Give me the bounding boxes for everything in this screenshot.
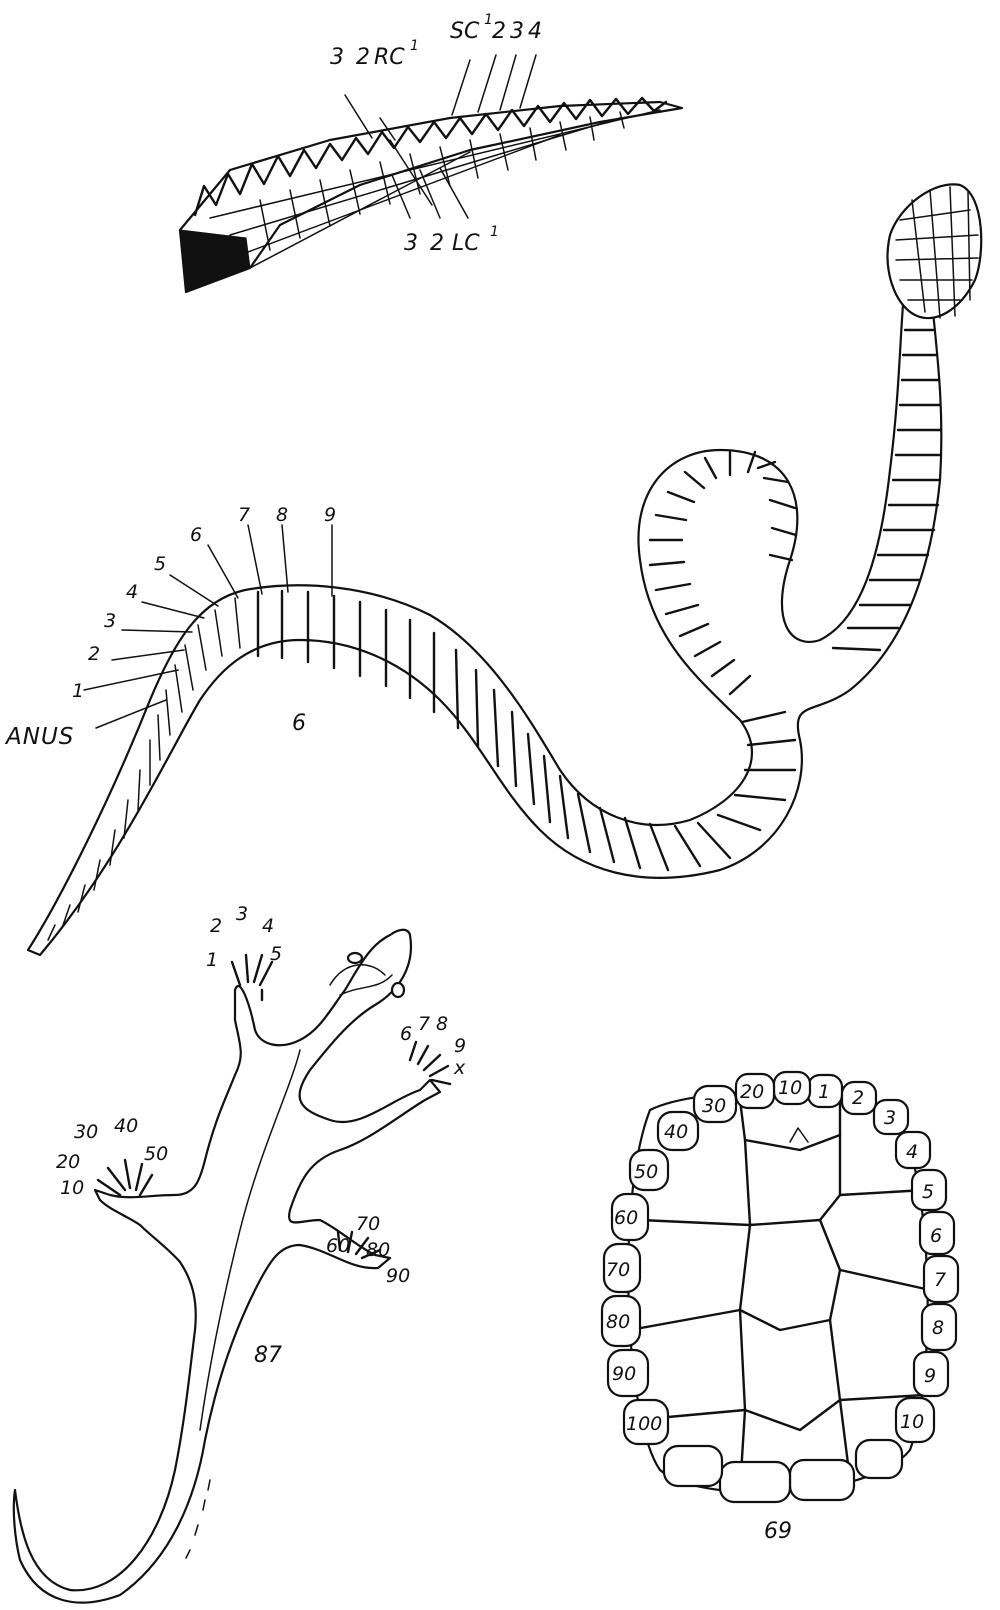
turtle-marginal-8: 8 [932,1317,944,1339]
snake-body [28,280,941,955]
turtle-marginal-40: 40 [664,1121,688,1143]
lizard-toe-70: 70 [356,1213,380,1235]
turtle-shell-illustration: 1 2 3 4 5 6 7 8 9 10 10 20 30 40 50 60 7… [602,1072,958,1544]
snake-label-1: 1 [72,680,84,702]
turtle-marginal-2: 2 [852,1087,864,1109]
turtle-marginal-90: 90 [612,1363,636,1385]
tail-label-rc-sup: 1 [410,38,419,54]
tail-label-rc: RC [374,45,405,70]
lizard-toe-60: 60 [326,1235,350,1257]
snake-label-5: 5 [154,553,166,575]
snake-anus-label: ANUS [4,724,74,750]
tail-label-2-top: 2 [356,45,370,70]
turtle-marginal-10-right: 10 [900,1411,924,1433]
snake-label-4: 4 [126,581,138,603]
snake-label-3: 3 [104,610,116,632]
tail-label-3-right: 3 [510,19,524,44]
turtle-marginal-80: 80 [606,1311,630,1333]
tail-label-sc: SC [450,19,480,44]
turtle-marginal-7: 7 [934,1269,946,1291]
snake-label-8: 8 [276,504,288,526]
lizard-toe-90: 90 [386,1265,410,1287]
turtle-marginal-5: 5 [922,1181,934,1203]
leader-3-top [345,95,372,138]
turtle-figure-number: 69 [764,1519,792,1544]
tail-label-3-top: 3 [330,45,344,70]
lizard-illustration: 2 3 4 1 5 6 7 8 9 x 30 40 20 50 10 70 60… [14,903,466,1603]
snake-label-7: 7 [238,504,250,526]
lizard-toe-x: x [453,1057,466,1079]
lizard-toe-20: 20 [56,1151,80,1173]
leader-sub-4 [142,602,204,618]
lizard-toe-40: 40 [114,1115,138,1137]
turtle-marginal-3: 3 [884,1107,896,1129]
lizard-toe-50: 50 [144,1143,168,1165]
turtle-marginal-70: 70 [606,1259,630,1281]
crested-tail-illustration: 3 2 RC 1 SC 1 2 3 4 3 2 LC 1 [180,12,682,292]
lizard-toe-10: 10 [60,1177,84,1199]
snake-label-2: 2 [88,643,100,665]
snake-label-6: 6 [190,524,202,546]
lizard-toe-1: 1 [206,949,218,971]
tail-label-2-right: 2 [492,19,506,44]
tail-label-2-bottom: 2 [430,231,444,256]
turtle-marginal-60: 60 [614,1207,638,1229]
turtle-marginal-6: 6 [930,1225,942,1247]
leader-3-right [500,55,516,110]
turtle-marginal-100: 100 [626,1413,662,1435]
lizard-toe-30: 30 [74,1121,98,1143]
lizard-body [14,930,440,1603]
leader-sub-8 [282,525,288,592]
leader-sub-5 [170,575,218,606]
tail-label-lc: LC [452,231,480,256]
leader-sub-7 [248,525,262,594]
leader-2-bottom [420,170,440,218]
lizard-toe-4: 4 [262,915,274,937]
turtle-marginal-30: 30 [702,1095,726,1117]
lizard-toe-80: 80 [366,1239,390,1261]
lizard-toe-6: 6 [400,1023,412,1045]
leader-sc [452,60,470,115]
leader-4-right [520,55,536,108]
snake-figure-number: 6 [292,711,306,736]
turtle-marginal-50: 50 [634,1161,658,1183]
turtle-marginal-4: 4 [906,1141,918,1163]
lizard-figure-number: 87 [254,1343,282,1368]
turtle-marginal-20: 20 [740,1081,764,1103]
lizard-toe-7: 7 [418,1013,430,1035]
lizard-toe-2: 2 [210,915,222,937]
lizard-toe-3: 3 [236,903,248,925]
snake-illustration: 1 2 3 4 5 6 7 8 9 ANUS 6 [4,184,981,955]
leader-sub-6 [208,545,238,598]
tail-label-lc-sup: 1 [490,224,499,240]
turtle-marginal-1: 1 [818,1081,830,1103]
snake-label-9: 9 [324,504,336,526]
leader-sub-3 [122,630,192,632]
lizard-toe-9: 9 [454,1035,466,1057]
lizard-toe-5: 5 [270,943,282,965]
tail-label-4-right: 4 [528,19,542,44]
turtle-marginal-10-left: 10 [778,1077,802,1099]
tail-label-3-bottom: 3 [404,231,418,256]
lizard-toe-8: 8 [436,1013,448,1035]
leader-2-right [478,55,496,112]
tail-cut-section [180,230,250,292]
turtle-marginal-9: 9 [924,1365,936,1387]
